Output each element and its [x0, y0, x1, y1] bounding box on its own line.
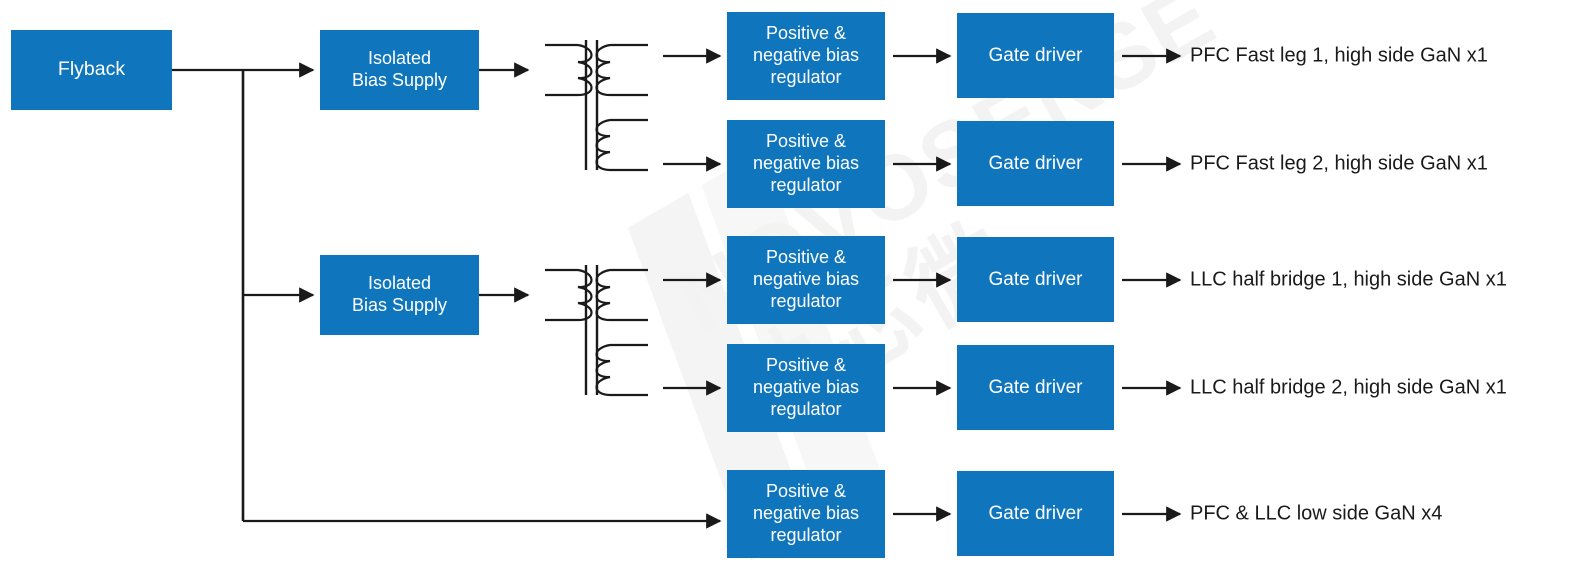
output-label-5: PFC & LLC low side GaN x4 [1190, 502, 1443, 525]
block-gate-driver-3-label: Gate driver [988, 268, 1083, 290]
block-regulator-3-label: Positive & negative bias regulator [753, 247, 859, 313]
reg4-line1: Positive & [765, 355, 847, 376]
block-isolated-bias-supply-1-label: Isolated Bias Supply [352, 48, 447, 92]
reg1-line1: Positive & [765, 23, 847, 44]
reg3-line3: regulator [770, 290, 842, 311]
block-isolated-bias-supply-1[interactable]: Isolated Bias Supply [320, 30, 479, 110]
block-gate-driver-3[interactable]: Gate driver [957, 237, 1114, 322]
block-gate-driver-1-label: Gate driver [988, 44, 1083, 66]
block-gate-driver-1[interactable]: Gate driver [957, 13, 1114, 98]
block-gate-driver-2-label: Gate driver [988, 152, 1083, 174]
block-regulator-5[interactable]: Positive & negative bias regulator [727, 470, 885, 558]
output-label-3: LLC half bridge 1, high side GaN x1 [1190, 268, 1507, 291]
transformer-1 [545, 40, 648, 172]
block-gate-driver-5-label: Gate driver [988, 502, 1083, 524]
block-regulator-4-label: Positive & negative bias regulator [753, 355, 859, 421]
ibs2-line2: Bias Supply [351, 295, 448, 315]
reg5-line3: regulator [770, 524, 842, 545]
reg4-line3: regulator [770, 398, 842, 419]
block-regulator-3[interactable]: Positive & negative bias regulator [727, 236, 885, 324]
block-regulator-1-label: Positive & negative bias regulator [753, 23, 859, 89]
reg5-line2: negative bias [752, 503, 860, 524]
block-isolated-bias-supply-2-label: Isolated Bias Supply [352, 273, 447, 317]
reg1-line3: regulator [770, 66, 842, 87]
reg5-line1: Positive & [765, 481, 847, 502]
output-label-2: PFC Fast leg 2, high side GaN x1 [1190, 152, 1488, 175]
block-gate-driver-4[interactable]: Gate driver [957, 345, 1114, 430]
reg2-line2: negative bias [752, 153, 860, 174]
reg2-line1: Positive & [765, 131, 847, 152]
reg4-line2: negative bias [752, 377, 860, 398]
ibs1-line2: Bias Supply [351, 70, 448, 90]
ibs2-line1: Isolated [367, 273, 432, 294]
output-label-1: PFC Fast leg 1, high side GaN x1 [1190, 44, 1488, 67]
block-gate-driver-4-label: Gate driver [988, 376, 1083, 398]
block-flyback-label: Flyback [57, 58, 126, 81]
block-regulator-2[interactable]: Positive & negative bias regulator [727, 120, 885, 208]
block-gate-driver-2[interactable]: Gate driver [957, 121, 1114, 206]
block-regulator-1[interactable]: Positive & negative bias regulator [727, 12, 885, 100]
output-label-4: LLC half bridge 2, high side GaN x1 [1190, 376, 1507, 399]
block-gate-driver-5[interactable]: Gate driver [957, 471, 1114, 556]
block-regulator-2-label: Positive & negative bias regulator [753, 131, 859, 197]
reg3-line1: Positive & [765, 247, 847, 268]
block-isolated-bias-supply-2[interactable]: Isolated Bias Supply [320, 255, 479, 335]
block-regulator-4[interactable]: Positive & negative bias regulator [727, 344, 885, 432]
block-regulator-5-label: Positive & negative bias regulator [753, 481, 859, 547]
reg1-line2: negative bias [752, 45, 860, 66]
reg3-line2: negative bias [752, 269, 860, 290]
reg2-line3: regulator [770, 174, 842, 195]
ibs1-line1: Isolated [367, 48, 432, 69]
block-flyback[interactable]: Flyback [11, 30, 172, 110]
transformer-2 [545, 265, 648, 397]
